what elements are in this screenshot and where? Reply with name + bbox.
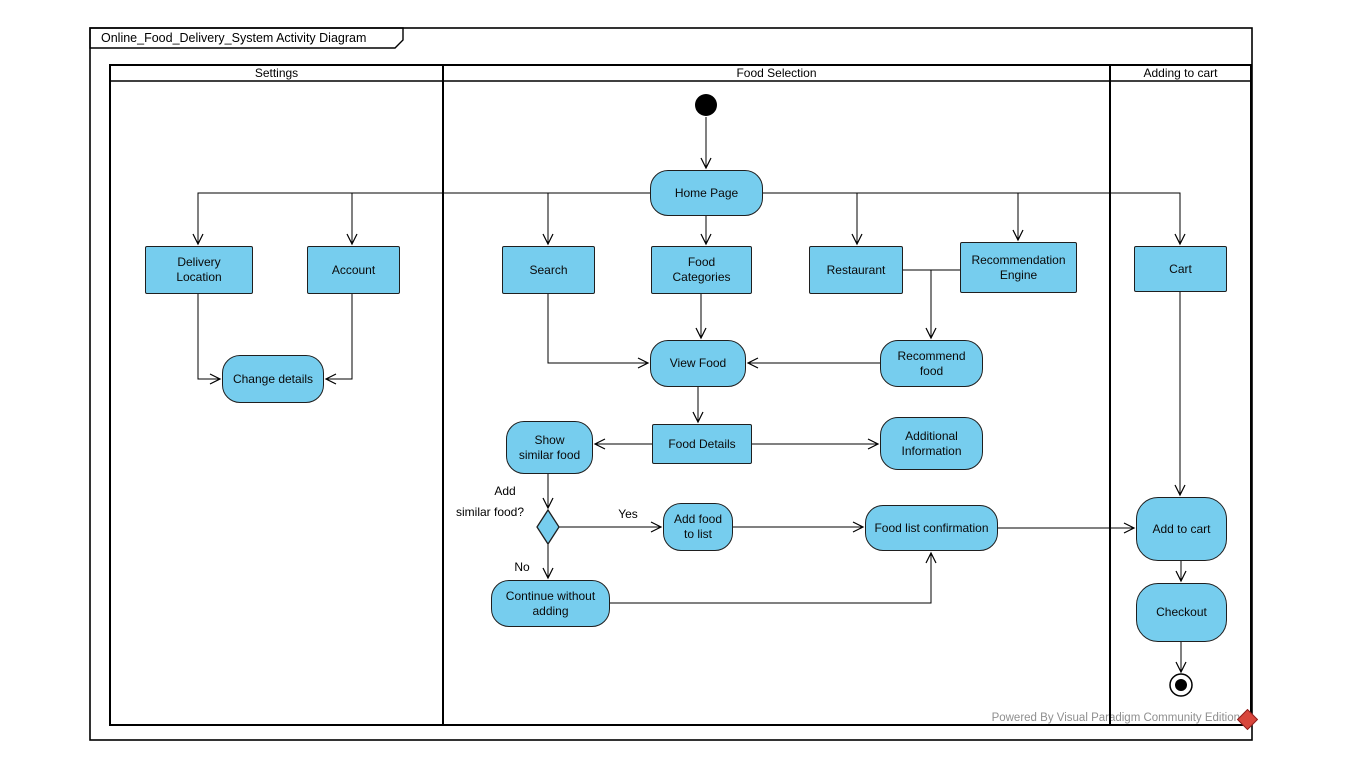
edge-delivery-location-change-details [197, 294, 222, 385]
activity-cart: Cart [1134, 246, 1227, 292]
decision-question-line1: Add [494, 484, 516, 498]
activity-recommendation-engine: Recommendation Engine [960, 242, 1077, 293]
guard-no-label: No [514, 560, 530, 574]
swimlane-pool [109, 64, 1252, 726]
powered-by-watermark: Powered By Visual Paradigm Community Edi… [991, 712, 1240, 724]
edge-homepage-cart [763, 192, 1186, 246]
edge-search-view-food [547, 294, 650, 369]
diagram-title: Online_Food_Delivery_System Activity Dia… [101, 31, 367, 45]
activity-food-categories: Food Categories [651, 246, 752, 294]
decision-question-line2: similar food? [455, 505, 525, 519]
activity-food-list-confirmation: Food list confirmation [865, 505, 998, 551]
activity-checkout: Checkout [1136, 583, 1227, 642]
decision-diamond [536, 508, 560, 546]
diagram-title-tab [89, 27, 404, 49]
edge-homepage-delivery-location [192, 192, 650, 246]
activity-search: Search [502, 246, 595, 294]
edge-continue-without-adding-food-list-confirmation [610, 551, 937, 604]
activity-additional-information: Additional Information [880, 417, 983, 470]
edge-account-change-details [324, 294, 353, 385]
lane-header-adding-to-cart: Adding to cart [1143, 66, 1218, 80]
activity-delivery-location: Delivery Location [145, 246, 253, 294]
activity-home-page: Home Page [650, 170, 763, 216]
activity-show-similar-food: Show similar food [506, 421, 593, 474]
initial-node [695, 94, 717, 116]
lane-header-food-selection: Food Selection [736, 66, 817, 80]
activity-account: Account [307, 246, 400, 294]
activity-recommend-food: Recommend food [880, 340, 983, 387]
activity-add-food-to-list: Add food to list [663, 503, 733, 551]
activity-change-details: Change details [222, 355, 324, 403]
activity-restaurant: Restaurant [809, 246, 903, 294]
lane-header-settings: Settings [254, 66, 299, 80]
activity-continue-without-adding: Continue without adding [491, 580, 610, 627]
guard-yes-label: Yes [618, 507, 638, 521]
activity-view-food: View Food [650, 340, 746, 387]
activity-food-details: Food Details [652, 424, 752, 464]
activity-add-to-cart: Add to cart [1136, 497, 1227, 561]
final-node [1175, 679, 1187, 691]
